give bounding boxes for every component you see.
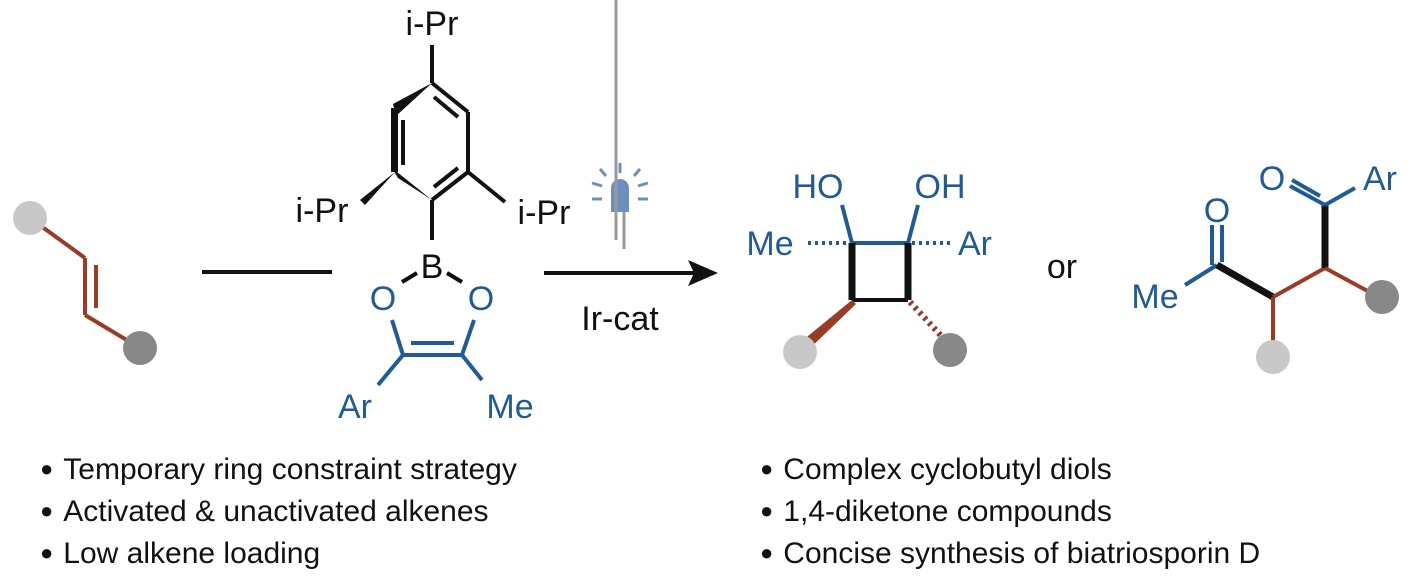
aryl-label: Ar [1363, 160, 1397, 198]
alkene-substrate [28, 216, 142, 350]
catalyst-label: Ir-cat [581, 300, 659, 338]
wedge-bond [360, 172, 395, 205]
bullet-item: Activated & unactivated alkenes [40, 492, 517, 534]
diketone-product [1183, 178, 1399, 374]
aryl-label: Ar [958, 225, 992, 263]
oxygen-right-label: O [468, 280, 494, 318]
bullet-item: 1,4-diketone compounds [760, 492, 1260, 534]
bullet-item: Temporary ring constraint strategy [40, 450, 517, 492]
hydroxyl-right-label: OH [915, 168, 966, 206]
cyclobutane-diol-product [783, 204, 967, 369]
bullet-item: Low alkene loading [40, 534, 517, 576]
wedge-bond [393, 83, 432, 116]
light-substituent-dot [13, 201, 47, 235]
methyl-label: Me [746, 225, 793, 263]
ipr-top-label: i-Pr [406, 5, 459, 43]
methyl-label: Me [486, 388, 533, 426]
carbonyl-oxygen-left: O [1204, 192, 1230, 230]
left-bullet-list: Temporary ring constraint strategy Activ… [40, 450, 517, 576]
boron-label: B [421, 248, 444, 286]
methyl-label: Me [1131, 278, 1178, 316]
oxygen-left-label: O [370, 280, 396, 318]
borane-reagent [400, 45, 507, 284]
ipr-right-label: i-Pr [518, 194, 571, 232]
led-bulb-icon [591, 0, 649, 249]
right-bullet-list: Complex cyclobutyl diols 1,4-diketone co… [760, 450, 1260, 576]
aryl-label: Ar [338, 388, 372, 426]
bullet-item: Complex cyclobutyl diols [760, 450, 1260, 492]
or-label: or [1047, 248, 1077, 286]
hydroxyl-left-label: HO [793, 168, 844, 206]
wedge-bond [392, 168, 432, 200]
carbonyl-oxygen-right: O [1259, 160, 1285, 198]
dark-substituent-dot [123, 331, 157, 365]
ipr-left-label: i-Pr [296, 192, 349, 230]
bullet-item: Concise synthesis of biatriosporin D [760, 534, 1260, 576]
